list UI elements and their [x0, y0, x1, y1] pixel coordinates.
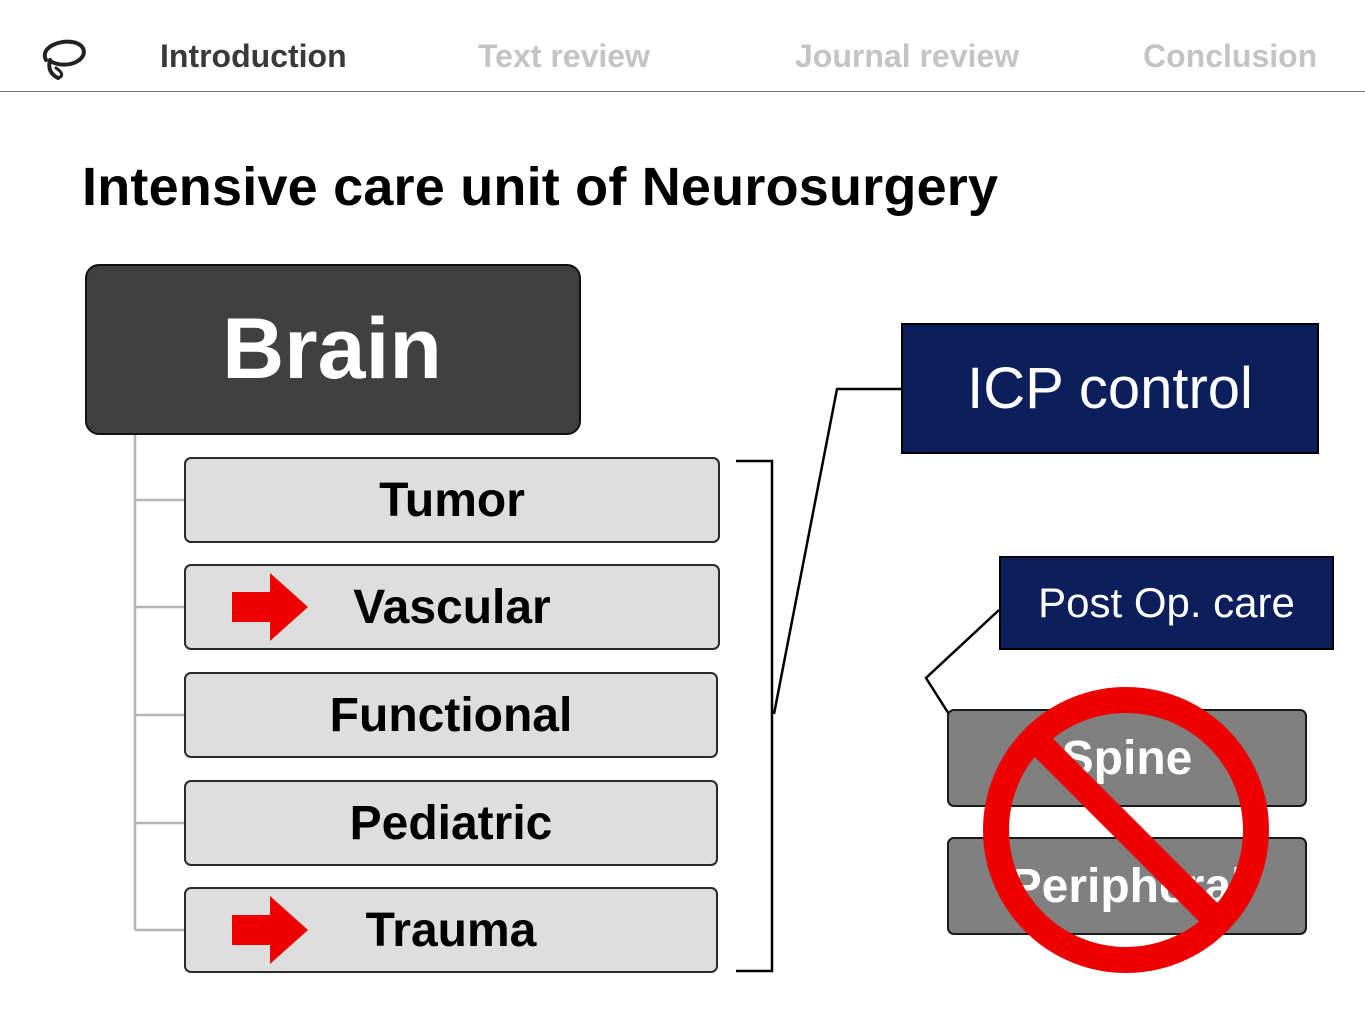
- tumor-label: Tumor: [379, 473, 525, 527]
- icp-control-label: ICP control: [967, 356, 1253, 421]
- nav-tab-conclusion[interactable]: Conclusion: [1143, 38, 1318, 74]
- post-op-care-label: Post Op. care: [1038, 579, 1295, 626]
- vascular-label: Vascular: [353, 580, 551, 634]
- icp-connector-line: [772, 387, 901, 715]
- nav-tab-journal-review[interactable]: Journal review: [795, 38, 1020, 74]
- no-sign-icon: [983, 687, 1269, 973]
- top-navigation: Introduction Text review Journal review …: [0, 0, 1365, 92]
- speech-bubble-logo-icon: [42, 39, 86, 80]
- right-arrow-icon: [232, 896, 308, 964]
- right-arrow-icon: [232, 573, 308, 641]
- tumor-box: Tumor: [184, 457, 720, 543]
- functional-label: Functional: [329, 688, 573, 742]
- icp-control-box: ICP control: [901, 323, 1319, 454]
- brain-label: Brain: [222, 301, 442, 397]
- functional-box: Functional: [184, 672, 718, 758]
- nav-tab-introduction[interactable]: Introduction: [160, 38, 347, 74]
- pediatric-box: Pediatric: [184, 780, 718, 866]
- right-bracket: [736, 459, 774, 973]
- nav-tab-text-review[interactable]: Text review: [478, 38, 650, 74]
- page-title: Intensive care unit of Neurosurgery: [82, 157, 999, 217]
- pediatric-label: Pediatric: [349, 796, 553, 850]
- trauma-label: Trauma: [365, 903, 537, 957]
- post-op-care-box: Post Op. care: [999, 556, 1334, 650]
- brain-box: Brain: [85, 264, 581, 435]
